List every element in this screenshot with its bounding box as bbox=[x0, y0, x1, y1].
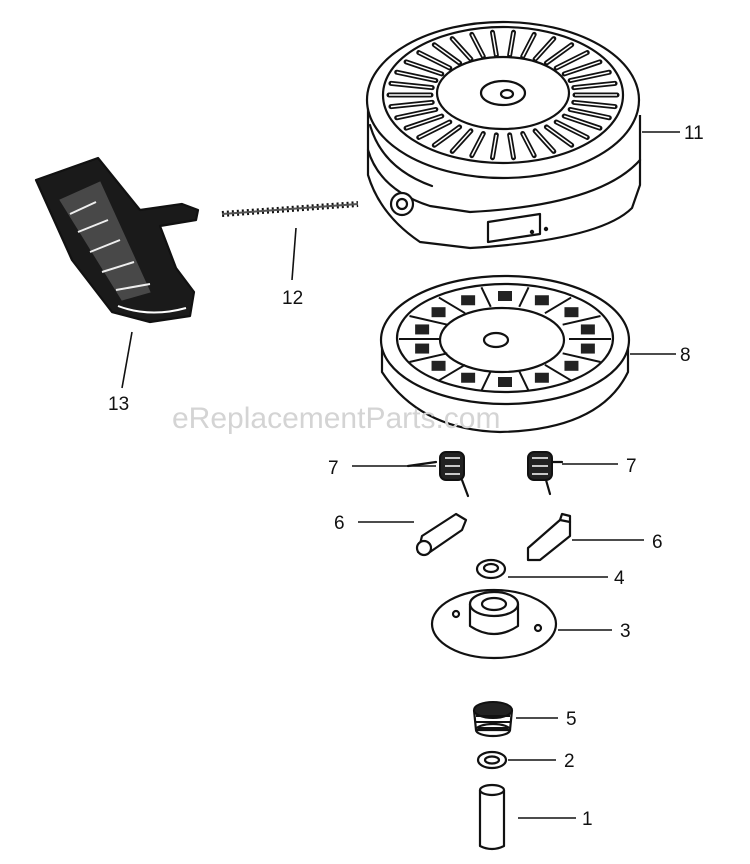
vent-slot-highlight bbox=[569, 71, 610, 82]
callout-7-left: 7 bbox=[328, 458, 339, 479]
pulley-cell bbox=[498, 377, 512, 387]
pulley-cell bbox=[534, 295, 549, 306]
washer-bottom-part[interactable] bbox=[476, 750, 508, 770]
vent-slot-highlight bbox=[396, 71, 437, 82]
vent-slot-highlight bbox=[390, 82, 433, 89]
pulley-cell bbox=[431, 360, 446, 371]
vent-slot-highlight bbox=[471, 34, 484, 57]
vent-slot-highlight bbox=[569, 108, 610, 119]
vent-slot-highlight bbox=[573, 101, 616, 108]
callout-11: 11 bbox=[684, 123, 704, 144]
pulley-cell bbox=[461, 372, 476, 383]
spring-right-part[interactable] bbox=[527, 451, 564, 496]
coil-spring-part[interactable] bbox=[472, 701, 514, 738]
vent-slot-highlight bbox=[573, 82, 616, 89]
vent-slot-highlight bbox=[491, 32, 498, 56]
vent-slot-highlight bbox=[491, 134, 498, 158]
vent-slot-highlight bbox=[563, 61, 601, 75]
pulley-cell bbox=[580, 324, 595, 335]
callouts: 11 12 13 8 7 7 6 6 4 3 5 2 1 bbox=[108, 123, 704, 830]
pawl-right-part[interactable] bbox=[526, 512, 572, 562]
pulley-cell bbox=[564, 307, 579, 318]
vent-slot-highlight bbox=[534, 130, 555, 152]
leader-lines bbox=[121, 131, 680, 819]
pulley-cell bbox=[415, 324, 430, 335]
pulley-spoke bbox=[438, 363, 466, 382]
pulley-spoke bbox=[518, 286, 530, 308]
vent-slot-highlight bbox=[534, 38, 555, 60]
callout-8: 8 bbox=[680, 345, 691, 366]
pawl-left-part[interactable] bbox=[415, 512, 468, 557]
vent-slot-highlight bbox=[418, 51, 451, 69]
pulley-cell bbox=[580, 343, 595, 354]
callout-5: 5 bbox=[566, 709, 577, 730]
vent-slot-highlight bbox=[563, 115, 601, 129]
pulley-cell bbox=[461, 295, 476, 306]
pulley-cell bbox=[498, 291, 512, 301]
pulley-spoke bbox=[438, 296, 466, 315]
callout-13: 13 bbox=[108, 394, 129, 415]
rope-part[interactable] bbox=[221, 201, 359, 217]
housing-part[interactable] bbox=[365, 20, 642, 250]
pulley-spoke bbox=[409, 315, 448, 326]
pulley-spoke bbox=[562, 315, 601, 326]
vent-slot-highlight bbox=[508, 134, 515, 158]
retainer-part[interactable] bbox=[430, 588, 558, 660]
pulley-spoke bbox=[409, 352, 448, 363]
spring-left-part[interactable] bbox=[406, 451, 470, 498]
callout-12: 12 bbox=[282, 288, 303, 309]
pulley-spoke bbox=[544, 296, 572, 315]
pin-part[interactable] bbox=[478, 783, 506, 851]
vent-slot-highlight bbox=[522, 133, 535, 156]
watermark: eReplacementParts.com bbox=[172, 402, 500, 435]
vent-slot-highlight bbox=[471, 133, 484, 156]
vent-slot-highlight bbox=[555, 121, 588, 139]
vent-slot-highlight bbox=[405, 61, 443, 75]
callout-7-right: 7 bbox=[626, 456, 637, 477]
vent-slot-highlight bbox=[433, 44, 461, 64]
vent-slot-highlight bbox=[451, 38, 472, 60]
pulley-cells bbox=[399, 286, 611, 392]
pulley-spoke bbox=[562, 352, 601, 363]
vent-slot-highlight bbox=[390, 101, 433, 108]
washer-top-part[interactable] bbox=[475, 558, 507, 580]
vent-slot-highlight bbox=[508, 32, 515, 56]
pulley-cell bbox=[534, 372, 549, 383]
callout-6-right: 6 bbox=[652, 532, 663, 553]
vent-slot-highlight bbox=[433, 126, 461, 146]
callout-4: 4 bbox=[614, 568, 625, 589]
vent-slot-highlight bbox=[545, 44, 573, 64]
handle-part[interactable] bbox=[34, 156, 200, 324]
callout-3: 3 bbox=[620, 621, 631, 642]
vent-slot-highlight bbox=[522, 34, 535, 57]
pulley-spoke bbox=[544, 363, 572, 382]
pulley-spoke bbox=[480, 370, 492, 392]
vent-slot-highlight bbox=[555, 51, 588, 69]
pulley-cell bbox=[431, 307, 446, 318]
vent-slot-highlight bbox=[396, 108, 437, 119]
pulley-part[interactable] bbox=[379, 274, 631, 434]
callout-2: 2 bbox=[564, 751, 575, 772]
callout-1: 1 bbox=[582, 809, 593, 830]
vent-slot-highlight bbox=[418, 121, 451, 139]
vent-slot-highlight bbox=[451, 130, 472, 152]
vent-slot-highlight bbox=[545, 126, 573, 146]
pulley-cell bbox=[564, 360, 579, 371]
vent-slot-highlight bbox=[405, 115, 443, 129]
pulley-spoke bbox=[518, 370, 530, 392]
pulley-spoke bbox=[480, 286, 492, 308]
housing-vents bbox=[386, 29, 620, 161]
callout-6-left: 6 bbox=[334, 513, 345, 534]
pulley-cell bbox=[415, 343, 430, 354]
